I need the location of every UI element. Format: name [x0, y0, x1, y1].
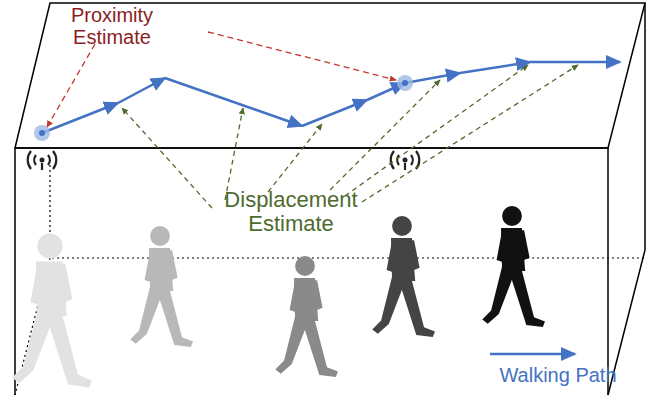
beacon-symbol [28, 151, 420, 170]
displacement-leaders [122, 65, 578, 208]
path-arrow [490, 353, 575, 356]
estimate-dots [34, 75, 413, 141]
walking-path-label: Walking Path [478, 364, 638, 386]
room-box [15, 3, 645, 395]
proximity-label: Proximity Estimate [52, 4, 172, 48]
displacement-label: Displacement Estimate [196, 188, 386, 236]
hidden-edges [15, 160, 645, 395]
walking-path [42, 62, 620, 133]
